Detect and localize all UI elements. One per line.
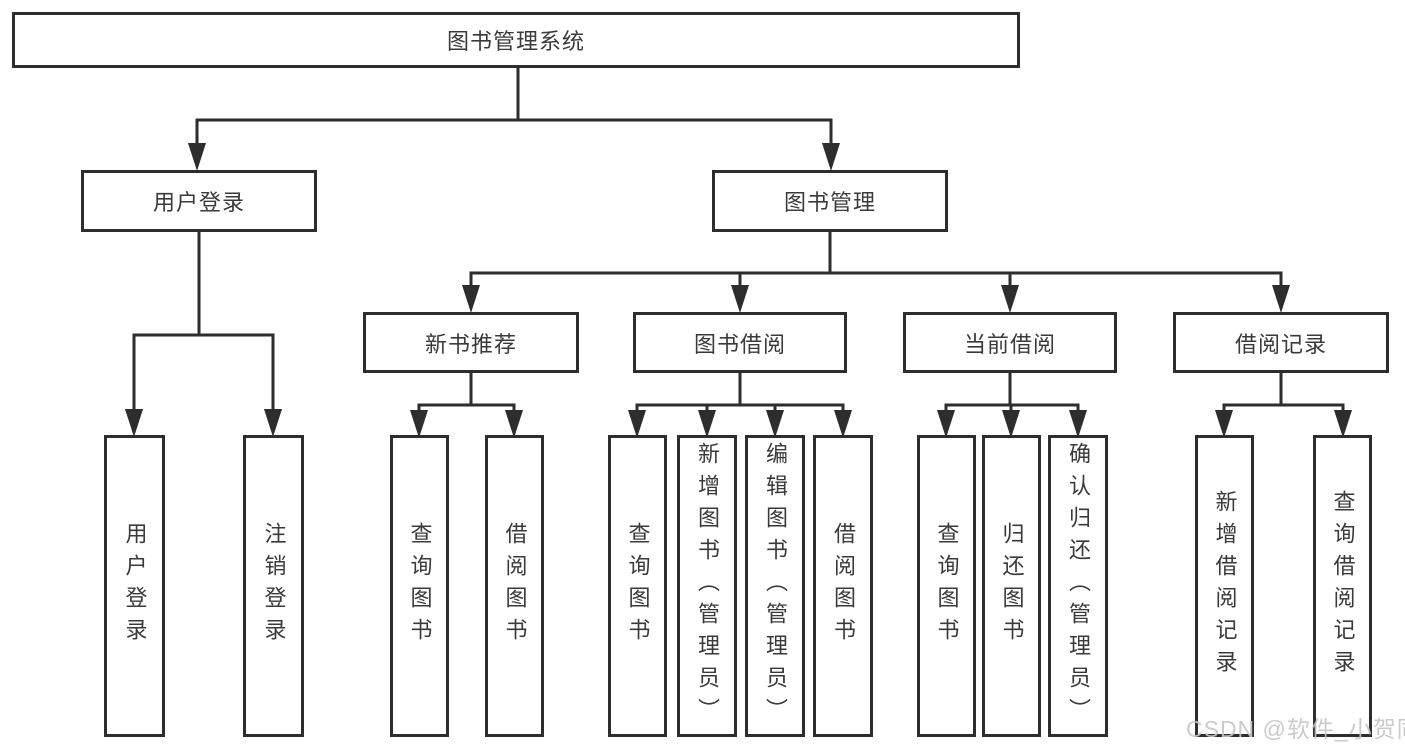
node-label: 查询借阅记录 <box>1330 490 1356 682</box>
node-label: 注销登录 <box>261 522 287 650</box>
connector-bookborrow-to-leaves <box>635 373 845 412</box>
node-label: 查询图书 <box>625 522 651 650</box>
arrow-down-icon <box>1272 285 1290 313</box>
leaf-borrow-books: 借阅图书 <box>813 435 873 737</box>
node-label: 当前借阅 <box>963 331 1056 357</box>
leaf-borrow-books-recommend: 借阅图书 <box>485 435 544 737</box>
arrow-down-icon <box>188 143 206 171</box>
node-library-management-system: 图书管理系统 <box>12 12 1020 68</box>
node-label: 用户登录 <box>122 522 148 650</box>
node-label: 新书推荐 <box>424 331 517 357</box>
node-new-book-recommend: 新书推荐 <box>363 312 579 373</box>
connector-newbook-to-leaves <box>417 373 516 412</box>
leaf-edit-book-admin: 编辑图书（管理员） <box>745 435 805 737</box>
arrow-down-icon <box>937 410 955 438</box>
leaf-query-borrow-record: 查询借阅记录 <box>1313 435 1372 737</box>
arrow-down-icon <box>834 410 852 438</box>
arrow-down-icon <box>1334 410 1352 438</box>
connector-currentborrow-to-leaves <box>944 373 1080 412</box>
node-book-management: 图书管理 <box>712 170 948 232</box>
node-current-borrow: 当前借阅 <box>903 312 1117 373</box>
node-label: 图书管理系统 <box>446 29 585 54</box>
node-label: 借阅图书 <box>831 522 856 650</box>
node-label: 新增借阅记录 <box>1212 490 1238 682</box>
leaf-confirm-return-admin: 确认归还（管理员） <box>1048 435 1108 737</box>
leaf-add-borrow-record: 新增借阅记录 <box>1195 435 1254 737</box>
leaf-query-books-recommend: 查询图书 <box>390 435 449 737</box>
arrow-down-icon <box>731 285 749 313</box>
watermark: CSDN @软件_小贺同学 <box>1186 716 1405 742</box>
arrow-down-icon <box>462 285 480 313</box>
leaf-user-login: 用户登录 <box>104 435 165 737</box>
leaf-query-books-borrow: 查询图书 <box>608 435 667 737</box>
arrow-down-icon <box>698 410 716 438</box>
leaf-add-book-admin: 新增图书（管理员） <box>677 435 737 737</box>
arrow-down-icon <box>766 410 784 438</box>
arrow-down-icon <box>628 410 646 438</box>
node-label: 确认归还（管理员） <box>1066 442 1091 730</box>
connector-bookmgmt-to-level3 <box>469 232 1283 287</box>
arrow-down-icon <box>264 409 282 437</box>
node-label: 借阅图书 <box>502 522 528 650</box>
arrow-down-icon <box>410 410 428 438</box>
node-label: 图书借阅 <box>693 331 786 357</box>
arrow-down-icon <box>822 143 840 171</box>
node-label: 查询图书 <box>934 522 960 650</box>
leaf-query-books-current: 查询图书 <box>917 435 976 737</box>
node-label: 用户登录 <box>152 190 245 215</box>
node-borrow-records: 借阅记录 <box>1173 312 1389 373</box>
node-label: 归还图书 <box>999 522 1025 650</box>
node-label: 编辑图书（管理员） <box>763 442 788 730</box>
node-book-borrow: 图书借阅 <box>633 312 847 373</box>
node-label: 查询图书 <box>407 522 433 650</box>
connector-userlogin-to-leaves <box>132 232 275 411</box>
connector-borrowrecords-to-leaves <box>1222 373 1345 412</box>
node-label: 图书管理 <box>783 190 876 215</box>
arrow-down-icon <box>505 410 523 438</box>
leaf-return-books: 归还图书 <box>982 435 1041 737</box>
node-label: 借阅记录 <box>1234 331 1327 357</box>
connector-root-to-level2 <box>195 68 833 145</box>
node-label: 新增图书（管理员） <box>695 442 720 730</box>
leaf-logout: 注销登录 <box>243 435 304 737</box>
arrow-down-icon <box>125 409 143 437</box>
arrow-down-icon <box>1001 285 1019 313</box>
node-user-login: 用户登录 <box>81 170 317 232</box>
arrow-down-icon <box>1002 410 1020 438</box>
arrow-down-icon <box>1069 410 1087 438</box>
arrow-down-icon <box>1215 410 1233 438</box>
